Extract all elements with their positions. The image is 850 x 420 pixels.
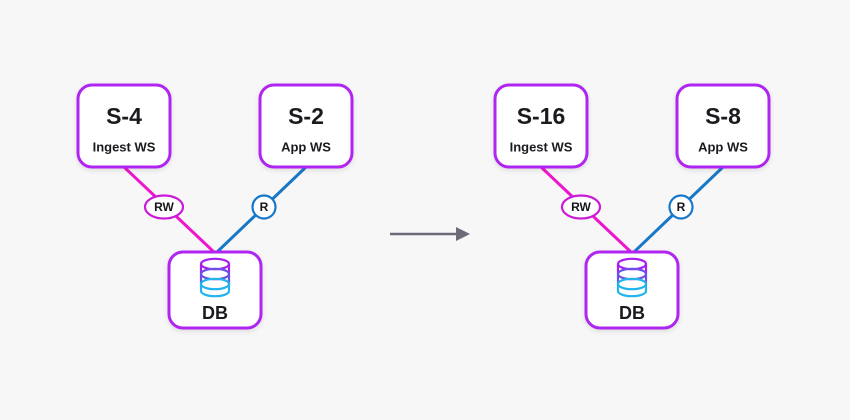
edge-badge-r-before-text: R (260, 200, 269, 214)
panel-before: S-4 Ingest WS S-2 App WS (76, 83, 354, 330)
node-app-ws-before-box[interactable] (258, 83, 354, 169)
node-db-after[interactable]: DB (584, 250, 680, 330)
edge-badge-r-after-text: R (677, 200, 686, 214)
scale-up-arrow (390, 227, 470, 241)
node-app-ws-after-title: S-8 (705, 103, 741, 129)
node-app-ws-before-title: S-2 (288, 103, 324, 129)
edge-badge-rw-before-shape[interactable] (143, 194, 185, 220)
scale-up-arrow-head (456, 227, 470, 241)
node-ingest-ws-after-subtitle: Ingest WS (510, 139, 573, 154)
node-ingest-ws-after-box[interactable] (493, 83, 589, 169)
panel-after: S-16 Ingest WS S-8 App WS (493, 83, 771, 330)
edge-badge-rw-after-text: RW (571, 200, 591, 214)
database-icon (616, 257, 648, 298)
node-db-after-label: DB (619, 303, 645, 323)
node-app-ws-before[interactable]: S-2 App WS (258, 83, 354, 169)
node-ingest-ws-before-box[interactable] (76, 83, 172, 169)
edge-badge-rw-after-shape[interactable] (560, 194, 602, 220)
node-app-ws-after[interactable]: S-8 App WS (675, 83, 771, 169)
edge-badge-rw-before[interactable]: RW (143, 194, 185, 220)
database-icon (199, 257, 231, 298)
edge-badge-rw-before-text: RW (154, 200, 174, 214)
node-app-ws-after-subtitle: App WS (698, 139, 748, 154)
edge-badge-rw-after[interactable]: RW (560, 194, 602, 220)
node-db-before-label: DB (202, 303, 228, 323)
edge-badge-r-before-shape[interactable] (251, 194, 277, 220)
edge-badge-r-after-shape[interactable] (668, 194, 694, 220)
node-ingest-ws-after[interactable]: S-16 Ingest WS (493, 83, 589, 169)
node-ingest-ws-before-subtitle: Ingest WS (93, 139, 156, 154)
node-app-ws-before-subtitle: App WS (281, 139, 331, 154)
node-ingest-ws-after-title: S-16 (517, 103, 566, 129)
node-ingest-ws-before[interactable]: S-4 Ingest WS (76, 83, 172, 169)
node-ingest-ws-before-title: S-4 (106, 103, 142, 129)
edge-badge-r-after[interactable]: R (668, 194, 694, 220)
edge-badge-r-before[interactable]: R (251, 194, 277, 220)
node-db-before[interactable]: DB (167, 250, 263, 330)
node-app-ws-after-box[interactable] (675, 83, 771, 169)
